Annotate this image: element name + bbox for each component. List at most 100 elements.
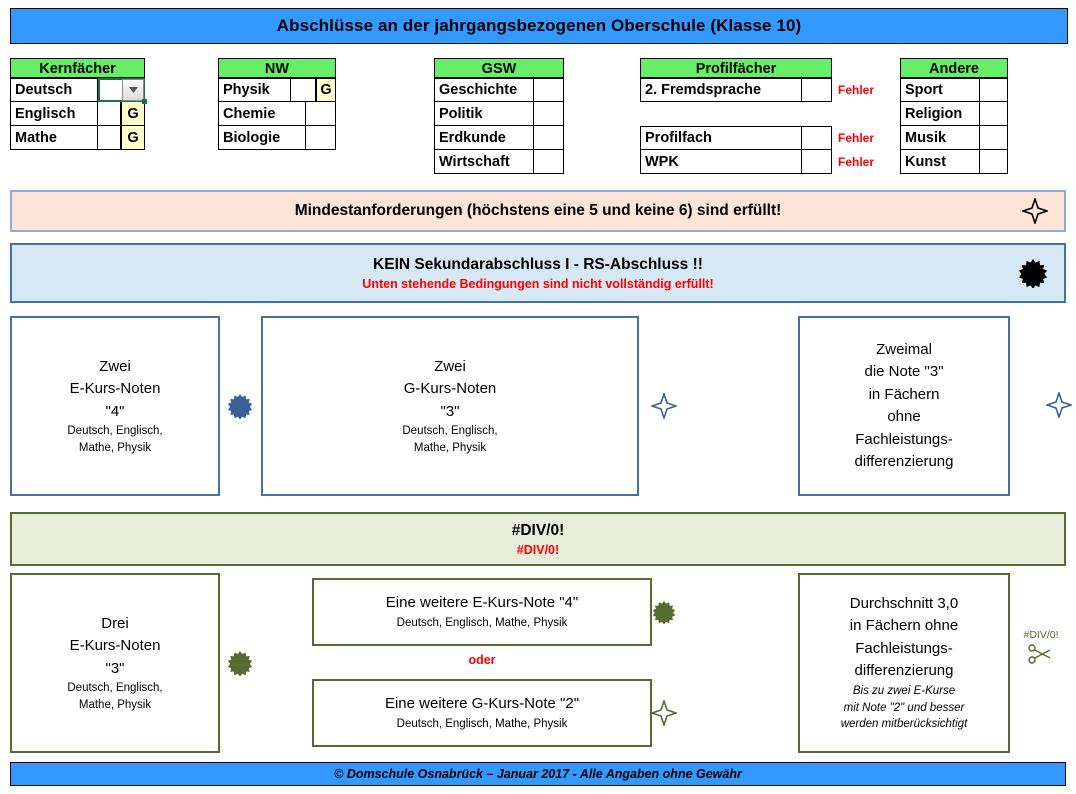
grade-input-musik[interactable]: [980, 126, 1008, 150]
condition-line-1: Zweimal: [876, 340, 932, 358]
table-nw-header: NW: [218, 58, 336, 78]
grade-input-mathe[interactable]: [98, 126, 121, 150]
star4-outline-blue-icon: [1046, 392, 1072, 418]
grade-input-englisch[interactable]: [98, 102, 121, 126]
grade-input-profilfach[interactable]: [802, 126, 832, 150]
table-andere: Andere Sport Religion Musik Kunst: [900, 58, 1008, 174]
condition-line-1: Durchschnitt 3,0: [849, 594, 959, 612]
grade-input-chemie[interactable]: [306, 102, 336, 126]
error-label-2-fremdsprache: Fehler: [838, 83, 875, 97]
grade-input-2-fremdsprache[interactable]: [802, 78, 832, 102]
condition-line-3: "3": [105, 659, 125, 677]
scissors-icon: [1028, 643, 1054, 669]
condition-line-1: Zwei: [434, 357, 466, 375]
condition-line-3: "4": [105, 402, 125, 420]
condition-line-5: Fachleistungs-: [855, 430, 953, 448]
banner-minimum-requirements: Mindestanforderungen (höchstens eine 5 u…: [10, 190, 1066, 232]
subject-label-englisch: Englisch: [10, 102, 98, 126]
subject-label-kunst: Kunst: [900, 150, 980, 174]
subject-label-biologie: Biologie: [218, 126, 306, 150]
course-flag-englisch: G: [121, 102, 145, 126]
fill-handle[interactable]: [142, 99, 147, 104]
subject-label-wpk: WPK: [640, 150, 802, 174]
grade-input-erdkunde[interactable]: [534, 126, 564, 150]
footer-text: © Domschule Osnabrück – Januar 2017 - Al…: [334, 767, 742, 781]
condition-line-3: Fachleistungs-: [855, 639, 953, 657]
subject-label-deutsch: Deutsch: [10, 78, 98, 102]
condition-title: Eine weitere E-Kurs-Note "4": [385, 594, 579, 612]
condition-box-durchschnitt: Durchschnitt 3,0 in Fächern ohne Fachlei…: [798, 573, 1010, 753]
condition-detail: Deutsch, Englisch, Mathe, Physik: [396, 717, 568, 730]
condition-detail-2: Mathe, Physik: [78, 441, 152, 454]
burst-filled-olive-icon: [650, 598, 678, 626]
banner-divzero: #DIV/0! #DIV/0!: [10, 512, 1066, 566]
or-label: oder: [468, 653, 496, 667]
table-kernfaecher-header: Kernfächer: [10, 58, 145, 78]
grade-input-wirtschaft[interactable]: [534, 150, 564, 174]
table-row: Englisch G: [10, 102, 145, 126]
banner-divzero-subtitle: #DIV/0!: [516, 542, 560, 557]
page-title: Abschlüsse an der jahrgangsbezogenen Obe…: [10, 8, 1068, 44]
subject-label-wirtschaft: Wirtschaft: [434, 150, 534, 174]
table-row: Geschichte: [434, 78, 564, 102]
table-row: 2. Fremdsprache Fehler: [640, 78, 890, 102]
grade-input-wpk[interactable]: [802, 150, 832, 174]
condition-line-4: ohne: [887, 408, 921, 425]
table-row: Chemie: [218, 102, 336, 126]
table-row: Sport: [900, 78, 1008, 102]
condition-detail: Deutsch, Englisch, Mathe, Physik: [396, 616, 568, 629]
subject-label-geschichte: Geschichte: [434, 78, 534, 102]
grade-input-geschichte[interactable]: [534, 78, 564, 102]
burst-filled-blue-icon: [226, 392, 254, 420]
table-row: Erdkunde: [434, 126, 564, 150]
grade-input-deutsch[interactable]: [98, 78, 147, 104]
condition-line-4: differenzierung: [854, 662, 954, 680]
subject-label-politik: Politik: [434, 102, 534, 126]
condition-line-1: Drei: [101, 614, 129, 632]
table-spacer: [640, 102, 890, 126]
chevron-down-icon[interactable]: [122, 79, 144, 101]
condition-box-zwei-e-kurs: Zwei E-Kurs-Noten "4" Deutsch, Englisch,…: [10, 316, 220, 496]
subject-label-profilfach: Profilfach: [640, 126, 802, 150]
table-row: Physik G: [218, 78, 336, 102]
error-label-profilfach: Fehler: [838, 131, 875, 145]
condition-line-2: die Note "3": [864, 363, 944, 380]
condition-line-2: E-Kurs-Noten: [69, 637, 161, 655]
condition-box-zweimal-note-3: Zweimal die Note "3" in Fächern ohne Fac…: [798, 316, 1010, 496]
table-gsw-header: GSW: [434, 58, 564, 78]
condition-note-3: werden mitberücksichtigt: [840, 718, 968, 731]
error-label-wpk: Fehler: [838, 155, 875, 169]
condition-line-2: E-Kurs-Noten: [69, 380, 161, 398]
grade-input-politik[interactable]: [534, 102, 564, 126]
table-andere-header: Andere: [900, 58, 1008, 78]
burst-filled-black-icon: [1018, 258, 1048, 288]
star4-outline-black-icon: [1022, 198, 1048, 224]
banner-result-title: KEIN Sekundarabschluss I - RS-Abschluss …: [373, 255, 703, 273]
grade-input-sport[interactable]: [980, 78, 1008, 102]
table-row: Kunst: [900, 150, 1008, 174]
condition-detail-1: Deutsch, Englisch,: [402, 425, 498, 438]
condition-note-1: Bis zu zwei E-Kurse: [852, 684, 956, 697]
table-row: WPK Fehler: [640, 150, 890, 174]
banner-result: KEIN Sekundarabschluss I - RS-Abschluss …: [10, 243, 1066, 303]
condition-line-2: in Fächern ohne: [849, 617, 959, 635]
footer: © Domschule Osnabrück – Januar 2017 - Al…: [10, 762, 1066, 786]
page-title-text: Abschlüsse an der jahrgangsbezogenen Obe…: [276, 16, 802, 35]
table-row: Wirtschaft: [434, 150, 564, 174]
condition-detail-1: Deutsch, Englisch,: [67, 682, 163, 695]
subject-label-musik: Musik: [900, 126, 980, 150]
star4-outline-olive-icon: [650, 699, 678, 727]
subject-label-mathe: Mathe: [10, 126, 98, 150]
grade-input-biologie[interactable]: [306, 126, 336, 150]
subject-label-erdkunde: Erdkunde: [434, 126, 534, 150]
grade-input-kunst[interactable]: [980, 150, 1008, 174]
banner-result-subtitle: Unten stehende Bedingungen sind nicht vo…: [362, 276, 714, 291]
condition-box-weitere-e-kurs-note: Eine weitere E-Kurs-Note "4" Deutsch, En…: [312, 578, 652, 646]
grade-input-religion[interactable]: [980, 102, 1008, 126]
condition-detail-2: Mathe, Physik: [413, 441, 487, 454]
grade-input-physik[interactable]: [291, 78, 316, 102]
condition-line-6: differenzierung: [854, 453, 954, 470]
table-row: Musik: [900, 126, 1008, 150]
table-row: Politik: [434, 102, 564, 126]
banner-minimum-title: Mindestanforderungen (höchstens eine 5 u…: [294, 202, 782, 219]
